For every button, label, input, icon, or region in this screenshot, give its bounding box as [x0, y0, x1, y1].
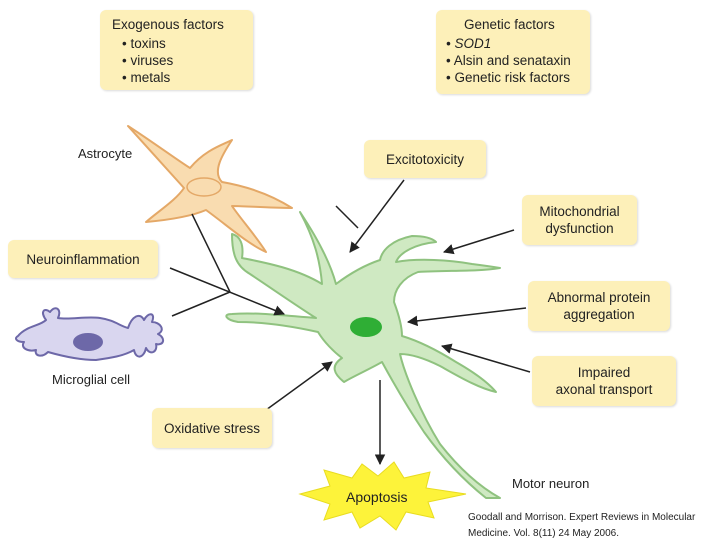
abnormal-protein-label-line2: aggregation	[563, 307, 635, 322]
motor-neuron-label: Motor neuron	[512, 476, 590, 491]
citation-line1: Goodall and Morrison. Expert Reviews in …	[468, 512, 696, 523]
arrow-impaired-transport	[440, 343, 531, 373]
genetic-factors-title: Genetic factors	[464, 17, 555, 32]
abnormal-protein-aggregation-box: Abnormal protein aggregation	[528, 281, 670, 331]
line-astrocyte-to-junction	[191, 213, 231, 293]
arrow-neuroinflammation	[169, 267, 285, 316]
apoptosis-label: Apoptosis	[346, 489, 408, 505]
mitochondrial-label-line2: dysfunction	[545, 221, 614, 236]
line-microglia-to-junction	[171, 291, 231, 317]
abnormal-protein-label-line1: Abnormal protein	[547, 290, 651, 305]
arrow-mitochondrial	[442, 229, 515, 255]
impaired-axonal-transport-box: Impaired axonal transport	[532, 356, 676, 406]
motor-neuron-cell	[225, 211, 501, 499]
exogenous-factors-title: Exogenous factors	[112, 17, 224, 32]
exogenous-factors-box: Exogenous factors toxins viruses metals	[100, 10, 253, 90]
mitochondrial-dysfunction-box: Mitochondrial dysfunction	[522, 195, 637, 245]
microglial-cell-label: Microglial cell	[52, 372, 131, 387]
genetic-factors-list: SOD1 Alsin and senataxin Genetic risk fa…	[444, 35, 571, 86]
oxidative-stress-label: Oxidative stress	[163, 420, 261, 436]
arrow-abnormal-protein	[406, 307, 527, 327]
mitochondrial-label-line1: Mitochondrial	[539, 204, 620, 219]
list-item: Alsin and senataxin	[446, 52, 571, 69]
neuroinflammation-box: Neuroinflammation	[8, 240, 158, 278]
list-item: Genetic risk factors	[446, 69, 571, 86]
exogenous-factors-list: toxins viruses metals	[112, 35, 173, 86]
citation-text: Goodall and Morrison. Expert Reviews in …	[468, 510, 695, 542]
neuroinflammation-label: Neuroinflammation	[26, 251, 140, 267]
impaired-transport-label-line2: axonal transport	[555, 382, 653, 397]
citation-line2: Medicine. Vol. 8(11) 24 May 2006.	[468, 528, 620, 539]
line-excitotoxicity-stub	[335, 205, 359, 229]
excitotoxicity-box: Excitotoxicity	[364, 140, 486, 178]
genetic-factors-box: Genetic factors SOD1 Alsin and senataxin…	[436, 10, 590, 94]
arrows	[169, 179, 531, 466]
list-item: SOD1	[446, 35, 571, 52]
microglial-cell	[15, 307, 164, 361]
list-item: viruses	[122, 52, 173, 69]
list-item: metals	[122, 69, 173, 86]
impaired-transport-label-line1: Impaired	[577, 365, 631, 380]
astrocyte-label: Astrocyte	[78, 146, 133, 161]
oxidative-stress-box: Oxidative stress	[152, 408, 272, 448]
astrocyte-cell	[127, 125, 293, 253]
list-item: toxins	[122, 35, 173, 52]
excitotoxicity-label: Excitotoxicity	[385, 151, 465, 167]
arrow-excitotoxicity	[349, 179, 405, 253]
arrow-oxidative-stress	[265, 361, 333, 411]
apoptosis-burst	[298, 461, 467, 531]
